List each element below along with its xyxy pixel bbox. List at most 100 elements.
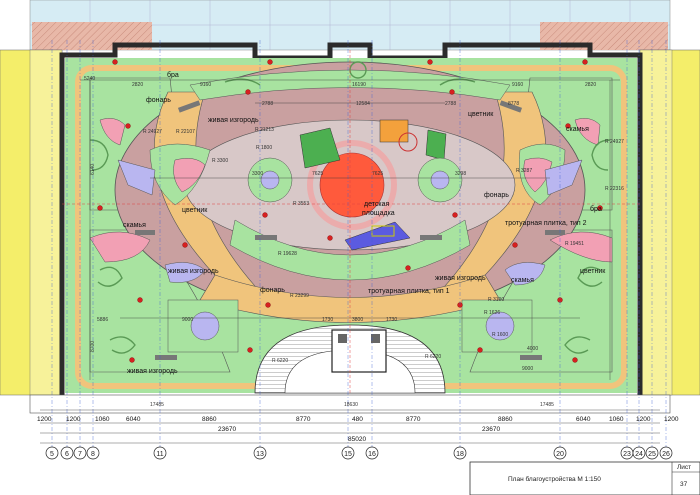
dim-1730-right: 1730 <box>386 317 397 323</box>
round-flowerbeds <box>247 157 463 203</box>
label-skamya-left: скамья <box>123 222 146 229</box>
axis-25: 25 <box>648 451 656 458</box>
title-block-sheet-label: Лист <box>677 464 691 471</box>
dim-2788-right: 2788 <box>445 101 456 107</box>
bottom-dim: 1200 <box>37 416 52 423</box>
bottom-dim-chain: 1200 1200 1060 6040 8860 8770 480 8770 8… <box>37 416 679 443</box>
dim-r21213: R 21213 <box>255 127 274 133</box>
square-beds <box>167 299 533 353</box>
label-cvetnik-top-right: цветник <box>468 111 494 118</box>
playground-ring <box>307 140 397 230</box>
title-block-title: План благоустройства М 1:150 <box>508 475 601 483</box>
label-cvetnik-left: цветник <box>182 207 208 214</box>
dim-3800: 3800 <box>352 317 363 323</box>
bottom-dim-grand-total: 85020 <box>348 436 366 443</box>
entrance-column-right <box>371 334 380 343</box>
label-fonar-bottom: фонарь <box>260 287 285 294</box>
bottom-dim: 8860 <box>498 416 513 423</box>
dim-3300: 3300 <box>252 171 263 177</box>
axis-16: 16 <box>368 451 376 458</box>
dim-r1600: R 1600 <box>492 332 508 338</box>
axis-7: 7 <box>78 451 82 458</box>
benches <box>135 100 565 360</box>
dim-6140: 6140 <box>90 164 96 175</box>
dim-9160-right: 9160 <box>512 82 523 88</box>
left-facade-strip <box>29 49 63 396</box>
dim-r22107: R 22107 <box>176 129 195 135</box>
bottom-dim-right-total: 23670 <box>482 426 500 433</box>
red-axis-lines <box>62 50 640 395</box>
label-skamya-right: скамья <box>511 277 534 284</box>
playground <box>319 152 385 218</box>
bottom-dim: 1060 <box>95 416 110 423</box>
dim-8700: 8700 <box>90 341 96 352</box>
bottom-dim: 1200 <box>636 416 651 423</box>
label-playground-1: детская <box>364 201 389 208</box>
bottom-dim: 8770 <box>296 416 311 423</box>
label-bra-top: бра <box>167 71 179 79</box>
dim-r19628: R 19628 <box>278 251 297 257</box>
bottom-dim-left-total: 23670 <box>218 426 236 433</box>
dim-5886: 5886 <box>97 317 108 323</box>
label-plitka-2: тротуарная плитка, тип 2 <box>505 220 587 227</box>
dim-7625-right: 7625 <box>372 171 383 177</box>
dim-9000-right: 9000 <box>522 366 533 372</box>
play-equipment <box>299 119 447 251</box>
dimension-lines <box>40 79 660 444</box>
dim-2788-left: 2788 <box>262 101 273 107</box>
dim-1730-left: 1730 <box>322 317 333 323</box>
bottom-dim: 1060 <box>609 416 624 423</box>
axis-18: 18 <box>456 451 464 458</box>
axis-15: 15 <box>344 451 352 458</box>
dim-5240: 5240 <box>84 76 95 82</box>
dim-r3553: R 3553 <box>293 201 309 207</box>
lamps <box>97 59 603 363</box>
dim-r3287: R 3287 <box>516 168 532 174</box>
title-block-sheet-number: 37 <box>680 481 688 488</box>
dim-r1800: R 1800 <box>256 145 272 151</box>
axis-8: 8 <box>91 451 95 458</box>
dim-9160-left: 9160 <box>200 82 211 88</box>
dim-r3300: R 3300 <box>212 158 228 164</box>
label-izgorod-left: живая изгородь <box>168 268 219 275</box>
bottom-dim: 6040 <box>576 416 591 423</box>
bottom-dim: 6040 <box>126 416 141 423</box>
label-fonar-top: фонарь <box>146 97 171 104</box>
dim-2820-right: 2820 <box>585 82 596 88</box>
label-izgorod-bottom: живая изгородь <box>127 368 178 375</box>
dim-r1626: R 1626 <box>484 310 500 316</box>
label-izgorod-right: живая изгородь <box>435 275 486 282</box>
label-izgorod-top: живая изгородь <box>208 117 259 124</box>
bottom-building-band <box>29 394 671 414</box>
axis-11: 11 <box>156 451 163 458</box>
dim-r24927-right: R 24927 <box>605 139 624 145</box>
dim-12584: 12584 <box>356 101 370 107</box>
dim-3298: 3298 <box>455 171 466 177</box>
bottom-dim: 1200 <box>664 416 679 423</box>
dim-r19451: R 19451 <box>565 241 584 247</box>
dim-r6220-right: R 6220 <box>425 354 441 360</box>
dim-r24927-left: R 24927 <box>143 129 162 135</box>
lawn-band-center <box>229 219 471 281</box>
right-facade-strip <box>639 49 673 396</box>
label-cvetnik-right: цветник <box>580 268 606 275</box>
dim-16190: 16190 <box>352 82 366 88</box>
dim-r22316: R 22316 <box>605 186 624 192</box>
label-bra-right: бра <box>590 205 602 213</box>
flowerbeds-violet <box>117 159 583 286</box>
axis-5: 5 <box>50 451 54 458</box>
dim-2820: 2820 <box>132 82 143 88</box>
dim-7625-left: 7625 <box>312 171 323 177</box>
bottom-dim: 1200 <box>66 416 81 423</box>
axis-13: 13 <box>256 451 264 458</box>
label-plitka-1: тротуарная плитка, тип 1 <box>368 288 450 295</box>
dim-r6220-left: R 6220 <box>272 358 288 364</box>
axis-20: 20 <box>556 451 564 458</box>
axis-6: 6 <box>65 451 69 458</box>
dim-17485-right: 17485 <box>540 402 554 408</box>
label-fonar-mid: фонарь <box>484 192 509 199</box>
bottom-dim: 8860 <box>202 416 217 423</box>
dim-17485-left: 17485 <box>150 402 164 408</box>
dim-9000-left: 9000 <box>182 317 193 323</box>
